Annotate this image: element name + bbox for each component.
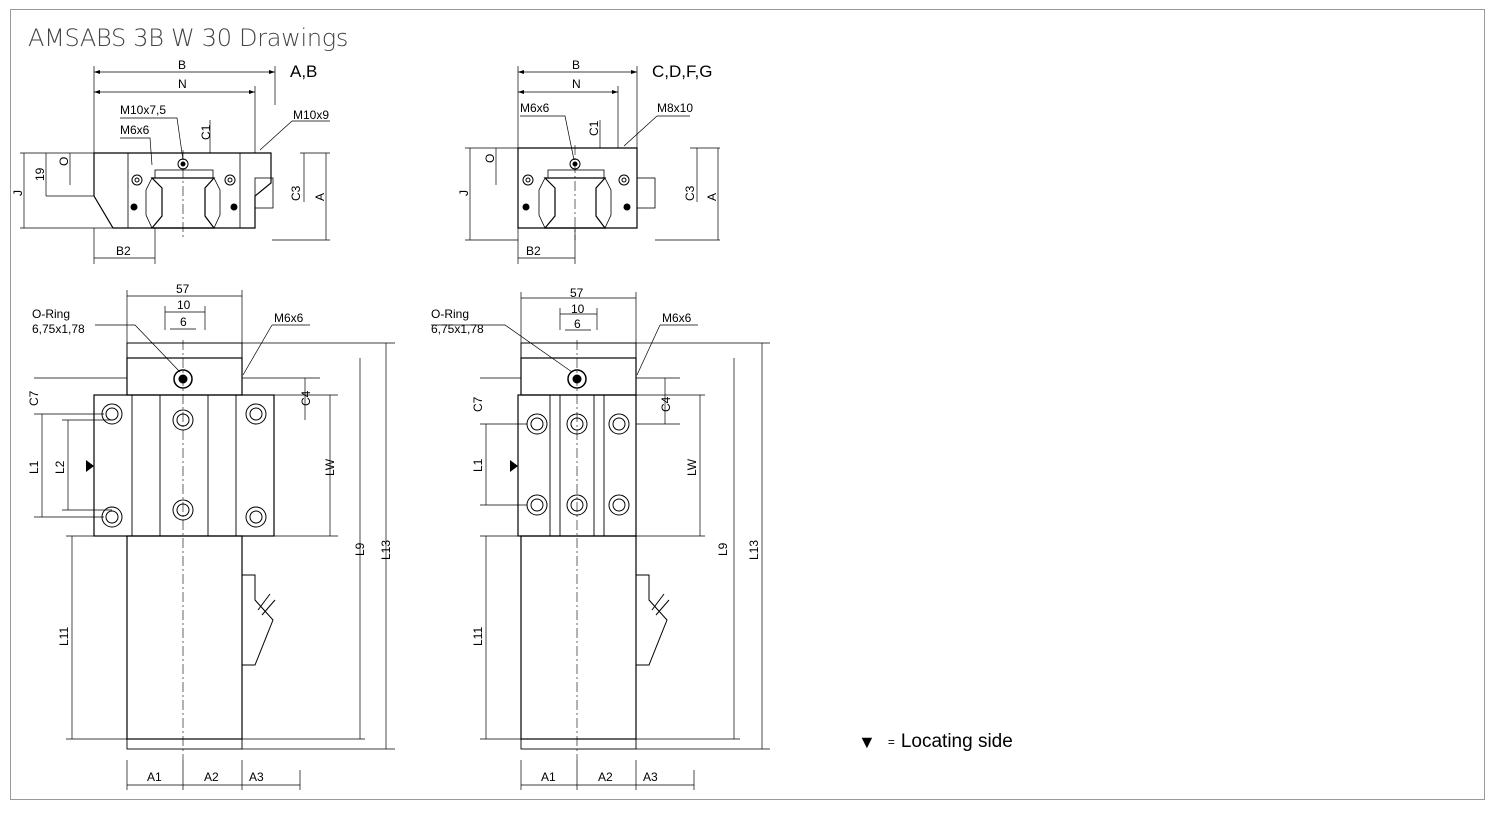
label-oring: O-Ring	[431, 307, 469, 321]
legend: ▼ = Locating side	[858, 731, 1013, 753]
label-l1: L1	[471, 458, 485, 472]
label-6: 6	[180, 315, 187, 329]
label-6: 6	[574, 317, 581, 331]
label-a: A	[313, 193, 327, 201]
label-c1: C1	[587, 120, 601, 136]
end-view-ab	[20, 66, 330, 264]
label-l13: L13	[379, 540, 393, 560]
label-n: N	[572, 77, 581, 91]
label-oring-size: 6,75x1,78	[431, 322, 484, 336]
label-a: A	[705, 193, 719, 201]
legend-text: Locating side	[900, 731, 1013, 752]
label-57: 57	[570, 286, 584, 300]
label-j: J	[457, 190, 471, 196]
label-o: O	[57, 157, 71, 166]
drawing-frame	[10, 9, 1485, 800]
label-57: 57	[176, 282, 190, 296]
label-10: 10	[177, 298, 191, 312]
label-l11: L11	[57, 627, 71, 646]
side-view-right	[431, 292, 770, 790]
label-c1: C1	[199, 124, 213, 140]
label-l9: L9	[716, 542, 730, 556]
label-l9: L9	[353, 542, 367, 556]
label-a1: A1	[541, 770, 556, 784]
label-oring: O-Ring	[32, 307, 70, 321]
label-m6x6: M6x6	[662, 311, 692, 325]
label-lw: LW	[685, 458, 699, 476]
label-m6x6: M6x6	[274, 311, 304, 325]
locating-side-icon: ▼	[858, 731, 876, 752]
label-j: J	[11, 190, 25, 196]
label-c7: C7	[27, 390, 41, 406]
label-l2: L2	[53, 460, 67, 474]
label-19: 19	[33, 167, 47, 181]
label-l11: L11	[471, 627, 485, 646]
label-c3: C3	[683, 185, 697, 201]
label-b2: B2	[526, 244, 541, 258]
legend-equals: =	[887, 735, 895, 749]
label-o: O	[483, 154, 497, 163]
label-b2: B2	[116, 244, 131, 258]
label-10: 10	[571, 302, 585, 316]
label-oring-size: 6,75x1,78	[32, 322, 85, 336]
label-a1: A1	[147, 770, 162, 784]
label-c7: C7	[471, 396, 485, 412]
label-a2: A2	[598, 770, 613, 784]
label-l1: L1	[27, 460, 41, 474]
label-c4: C4	[659, 396, 673, 412]
label-b: B	[178, 58, 186, 72]
label-a2: A2	[204, 770, 219, 784]
page-title: AMSABS 3B W 30 Drawings	[28, 24, 349, 52]
label-lw: LW	[323, 458, 337, 476]
variant-cdfg: C,D,F,G	[652, 62, 712, 81]
label-m6x6: M6x6	[520, 101, 550, 115]
label-m8x10: M8x10	[657, 101, 693, 115]
label-b: B	[572, 58, 580, 72]
label-c3: C3	[289, 185, 303, 201]
side-view-left	[34, 290, 395, 790]
label-n: N	[178, 77, 187, 91]
variant-ab: A,B	[290, 62, 317, 81]
end-view-cdfg	[465, 66, 720, 264]
label-a3: A3	[249, 770, 264, 784]
label-m10x9: M10x9	[293, 108, 329, 122]
label-c4: C4	[299, 390, 313, 406]
label-m10x75: M10x7,5	[120, 103, 166, 117]
label-m6x6: M6x6	[120, 123, 150, 137]
label-a3: A3	[643, 770, 658, 784]
label-l13: L13	[747, 540, 761, 560]
